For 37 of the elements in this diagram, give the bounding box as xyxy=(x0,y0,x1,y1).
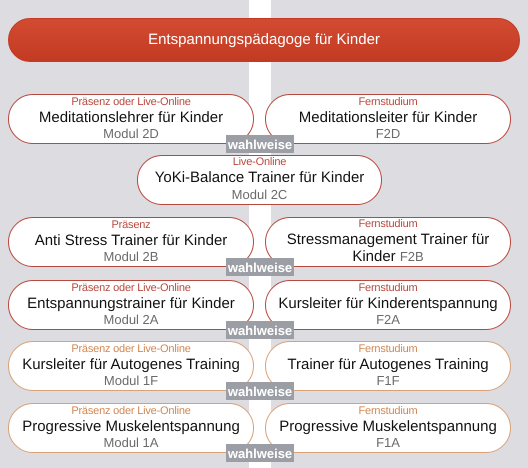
format-label: Präsenz oder Live-Online xyxy=(71,282,191,294)
format-label: Präsenz oder Live-Online xyxy=(71,342,191,356)
course-title: Kursleiter für Kinderentspannung xyxy=(278,294,498,312)
course-title: Meditationsleiter für Kinder xyxy=(298,108,478,126)
format-label: Fernstudium xyxy=(358,404,418,418)
module-code: Modul 2B xyxy=(104,248,158,264)
module-code: F2A xyxy=(376,312,400,326)
course-title: Trainer für Autogenes Training xyxy=(287,356,489,372)
format-label: Fernstudium xyxy=(358,282,418,294)
option-badge: wahlweise xyxy=(226,444,294,462)
course-title: Entspannungstrainer für Kinder xyxy=(27,294,235,312)
format-label: Fernstudium xyxy=(358,96,418,108)
module-code: Modul 1F xyxy=(104,372,158,388)
course-title: Anti Stress Trainer für Kinder xyxy=(34,232,228,248)
format-label: Präsenz xyxy=(112,218,150,232)
course-title: YoKi-Balance Trainer für Kinder Modul 2C xyxy=(154,168,366,202)
module-code: Modul 2D xyxy=(103,126,159,140)
heading-banner: Entspannungspädagoge für Kinder xyxy=(8,18,520,62)
module-code: Modul 2A xyxy=(104,312,158,326)
format-label: Fernstudium xyxy=(358,342,418,356)
option-badge: wahlweise xyxy=(226,321,294,339)
option-badge: wahlweise xyxy=(226,382,294,400)
format-label: Präsenz oder Live-Online xyxy=(71,96,191,108)
course-title: Progressive Muskelentspannung xyxy=(22,418,240,434)
format-label: Live-Online xyxy=(232,156,286,168)
module-code: F1F xyxy=(376,372,400,388)
format-label: Präsenz oder Live-Online xyxy=(71,404,191,418)
option-badge: wahlweise xyxy=(226,135,294,153)
course-title: Kursleiter für Autogenes Training xyxy=(22,356,240,372)
course-pill xyxy=(137,155,382,205)
course-title: Meditationslehrer für Kinder xyxy=(38,108,224,126)
module-code: F1A xyxy=(376,434,400,450)
option-badge: wahlweise xyxy=(226,258,294,276)
format-label: Fernstudium xyxy=(358,218,418,230)
course-title: Progressive Muskelentspannung xyxy=(279,418,497,434)
module-code: F2D xyxy=(376,126,400,140)
module-code: Modul 1A xyxy=(104,434,158,450)
